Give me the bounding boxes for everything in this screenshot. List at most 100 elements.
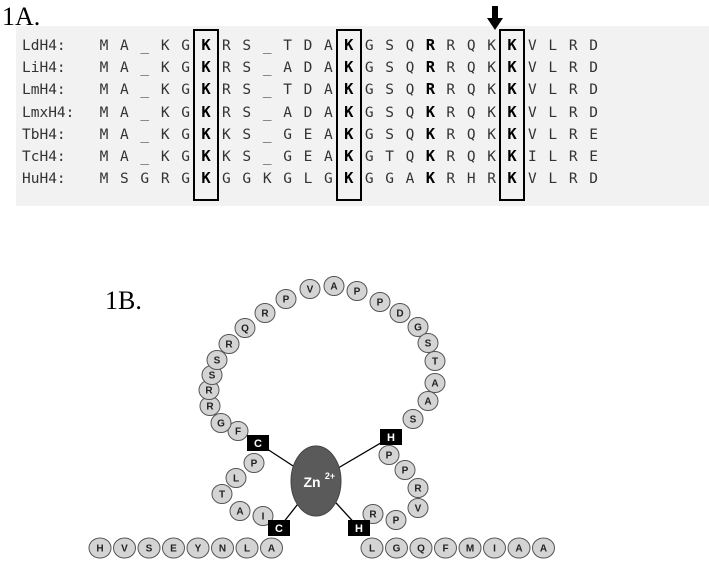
sequence-residue: K <box>201 80 211 99</box>
sequence-residue: _ <box>262 126 272 143</box>
residue-letter: N <box>219 544 226 555</box>
residue-bead: V <box>299 279 321 299</box>
sequence-residue: M <box>99 171 109 188</box>
sequence-residue: S <box>385 126 394 143</box>
down-arrow-icon <box>487 6 503 30</box>
sequence-residue: L <box>548 171 558 188</box>
sequence-residue: R <box>568 82 578 99</box>
sequence-residue: A <box>120 126 129 143</box>
sequence-residue: L <box>303 171 313 188</box>
residue-letter: I <box>493 544 496 555</box>
residue-letter: A <box>424 397 431 408</box>
sequence-residue: A <box>120 104 129 121</box>
sequence-residue: _ <box>140 60 150 77</box>
residue-letter: Y <box>195 544 202 555</box>
residue-letter: F <box>235 427 241 438</box>
residue-letter: F <box>442 544 448 555</box>
sequence-residue: T <box>283 38 292 54</box>
sequence-residue: V <box>528 82 537 99</box>
sequence-residue: K <box>507 102 517 121</box>
residue-bead: S <box>402 409 424 429</box>
sequence-name: HuH4: <box>22 171 66 188</box>
sequence-residue: K <box>507 147 517 165</box>
residue-bead: P <box>369 292 391 312</box>
sequence-residue: D <box>589 104 598 121</box>
conserved-lysine-box <box>335 29 362 201</box>
residue-letter: S <box>214 356 221 367</box>
residue-bead: P <box>346 281 368 301</box>
sequence-residue: A <box>120 149 129 165</box>
cysteine-ligand: C <box>268 520 290 536</box>
sequence-residue: R <box>568 149 578 165</box>
residue-letter: P <box>251 459 258 470</box>
sequence-name: LmH4: <box>22 82 66 99</box>
sequence-residue: G <box>283 126 292 143</box>
sequence-residue: V <box>528 104 537 121</box>
sequence-residue: G <box>364 171 374 188</box>
sequence-residue: _ <box>262 82 272 99</box>
svg-text:2+: 2+ <box>325 471 335 481</box>
sequence-residue: M <box>99 104 109 121</box>
residue-letter: P <box>283 295 290 306</box>
sequence-residue: S <box>242 126 252 143</box>
sequence-residue: E <box>303 126 313 143</box>
residue-letter: L <box>244 544 250 555</box>
sequence-residue: A <box>283 104 292 121</box>
sequence-residue: Q <box>466 149 476 165</box>
residue-letter: A <box>431 379 438 390</box>
residue-letter: S <box>410 415 417 426</box>
sequence-residue: V <box>528 60 537 77</box>
sequence-residue: G <box>283 171 292 188</box>
sequence-residue: A <box>120 82 129 99</box>
sequence-residue: Q <box>405 104 415 121</box>
sequence-residue: S <box>385 60 394 77</box>
sequence-residue: Q <box>405 60 415 77</box>
residue-bead: L <box>225 468 247 488</box>
residue-bead: A <box>424 373 446 393</box>
residue-bead: L <box>235 537 259 559</box>
cysteine-ligand: C <box>247 435 269 451</box>
residue-bead: R <box>254 303 276 323</box>
residue-bead: R <box>407 478 429 498</box>
sequence-residue: Q <box>405 38 415 54</box>
sequence-name: TcH4: <box>22 149 66 165</box>
residue-letter: A <box>268 544 275 555</box>
sequence-residue: G <box>364 104 374 121</box>
sequence-residue: A <box>405 171 415 188</box>
sequence-residue: K <box>425 147 436 165</box>
sequence-residue: G <box>181 171 190 188</box>
residue-bead: P <box>378 445 400 465</box>
residue-bead: P <box>385 510 407 530</box>
ligand-letter: H <box>355 523 363 535</box>
sequence-residue: D <box>589 82 598 99</box>
sequence-residue: K <box>160 60 170 77</box>
residue-letter: Q <box>241 324 249 335</box>
residue-letter: S <box>146 544 153 555</box>
sequence-residue: K <box>344 169 354 188</box>
sequence-residue: D <box>589 60 598 77</box>
sequence-residue: H <box>466 171 476 188</box>
ligand-letter: C <box>275 523 283 535</box>
sequence-name: TbH4: <box>22 126 66 143</box>
sequence-residue: D <box>303 38 313 54</box>
sequence-residue: R <box>222 104 231 121</box>
sequence-residue: R <box>446 149 456 165</box>
ligand-letter: H <box>387 432 395 444</box>
sequence-residue: R <box>425 36 436 54</box>
residue-letter: P <box>377 298 384 309</box>
sequence-residue: V <box>528 126 537 143</box>
residue-bead: G <box>407 317 429 337</box>
sequence-residue: G <box>222 171 231 188</box>
sequence-residue: G <box>181 104 190 121</box>
residue-letter: G <box>393 544 401 555</box>
sequence-residue: K <box>487 126 496 143</box>
residue-bead: M <box>458 537 482 559</box>
residue-letter: A <box>515 544 522 555</box>
sequence-residue: Q <box>466 104 476 121</box>
sequence-residue: R <box>568 171 578 188</box>
sequence-residue: G <box>385 171 394 188</box>
sequence-residue: E <box>589 126 598 143</box>
residue-bead: S <box>417 333 439 353</box>
residue-bead: T <box>211 484 233 504</box>
